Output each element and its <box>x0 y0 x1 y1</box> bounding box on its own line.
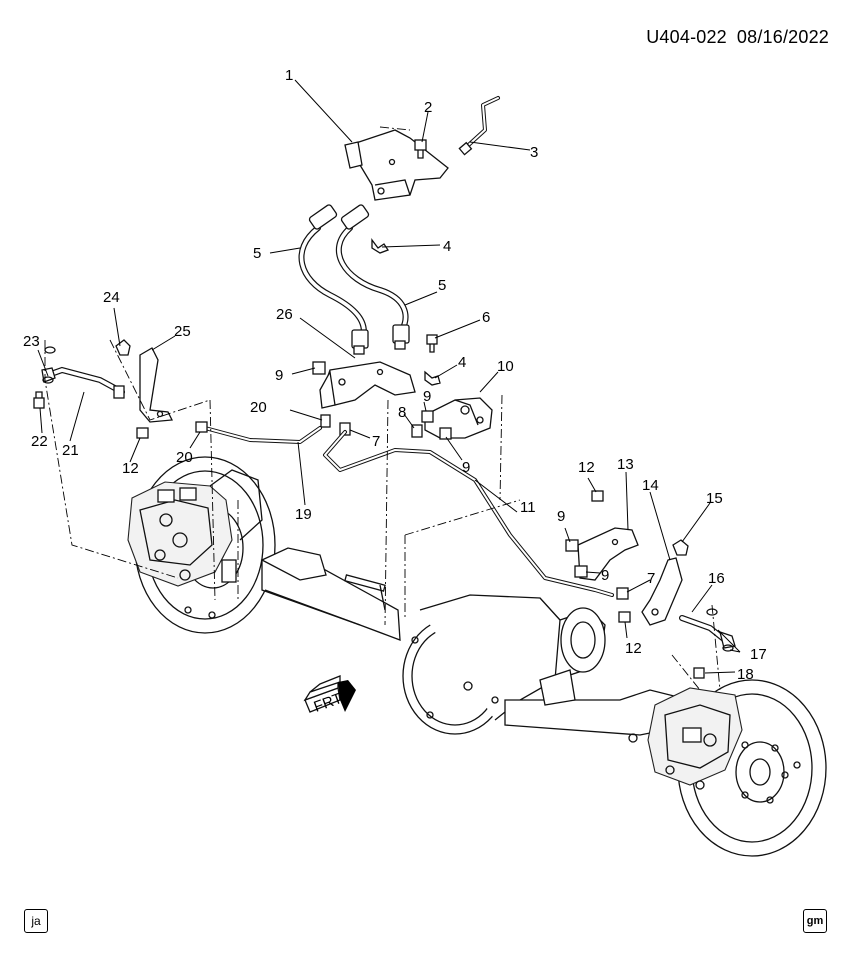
callout-18: 18 <box>737 666 754 683</box>
callout-23: 23 <box>23 333 40 350</box>
callout-14: 14 <box>642 477 659 494</box>
bracket-14 <box>641 557 683 626</box>
brake-hose-16 <box>679 615 736 649</box>
callout-4-upper: 4 <box>443 238 451 255</box>
fitting-7-right <box>616 587 629 600</box>
illustrator-badge: ja <box>24 909 48 933</box>
callout-22: 22 <box>31 433 48 450</box>
guide-line-left-c <box>209 399 216 601</box>
callout-6: 6 <box>482 309 490 326</box>
bolt-6 <box>426 334 438 353</box>
bolt-2 <box>414 139 427 159</box>
callout-5-right: 5 <box>438 277 446 294</box>
nut-9-a <box>312 361 326 375</box>
guide-line-center-a <box>404 499 521 536</box>
diagram-code: U404-022 <box>646 27 727 47</box>
fitting-20-lower <box>195 421 208 433</box>
callout-21: 21 <box>62 442 79 459</box>
callouts: 1 2 3 4 4 5 5 6 7 7 8 9 9 9 9 9 10 11 12… <box>23 67 767 683</box>
callout-11: 11 <box>520 499 536 516</box>
callout-20-lower: 20 <box>176 449 193 466</box>
callout-7-right: 7 <box>647 570 655 587</box>
callout-9-c: 9 <box>462 459 470 476</box>
nut-9-b <box>421 410 434 423</box>
bracket-25 <box>139 347 174 423</box>
guide-line-left-a <box>44 340 179 579</box>
callout-20-upper: 20 <box>250 399 267 416</box>
bolt-12-lower-right <box>618 611 631 623</box>
guide-line-right-b <box>671 654 701 691</box>
brake-pipe-3 <box>458 96 500 156</box>
clip-4-upper <box>371 238 389 254</box>
diagram-header: U404-022 08/16/2022 <box>636 27 829 48</box>
brake-pipe-11 <box>323 430 614 597</box>
callout-10: 10 <box>497 358 514 375</box>
nut-9-c <box>439 427 452 440</box>
callout-5-left: 5 <box>253 245 261 262</box>
brake-hose-bracket-1 <box>344 126 449 201</box>
nut-9-e <box>574 565 588 578</box>
guide-line-right-a <box>711 604 721 691</box>
bolt-18 <box>693 667 705 679</box>
callout-12-upper-right: 12 <box>578 459 595 476</box>
callout-13: 13 <box>617 456 634 473</box>
fitting-8 <box>411 424 423 438</box>
callout-12-lower-right: 12 <box>625 640 642 657</box>
callout-9-a: 9 <box>275 367 283 384</box>
bracket-13 <box>577 527 639 581</box>
callout-2: 2 <box>424 99 432 116</box>
guide-line-left-b <box>109 339 211 421</box>
washer-23 <box>42 346 56 384</box>
callout-24: 24 <box>103 289 120 306</box>
rear-axle-housing <box>260 547 691 743</box>
callout-1: 1 <box>285 67 293 84</box>
callout-25: 25 <box>174 323 191 340</box>
callout-3: 3 <box>530 144 538 161</box>
diagram-date: 08/16/2022 <box>736 27 829 47</box>
brake-junction-block-10 <box>424 394 503 501</box>
bolt-22 <box>33 391 45 409</box>
left-brake-caliper <box>127 469 263 587</box>
bolt-12-upper-right <box>591 490 604 502</box>
clip-15 <box>672 539 689 556</box>
callout-19: 19 <box>295 506 312 523</box>
callout-26: 26 <box>276 306 293 323</box>
callout-15: 15 <box>706 490 723 507</box>
guide-line-center-c <box>384 399 389 626</box>
callout-12-left: 12 <box>122 460 139 477</box>
bolt-12-left <box>136 427 149 439</box>
nut-9-d <box>565 539 579 552</box>
callout-4-lower: 4 <box>458 354 466 371</box>
leader-lines <box>37 79 741 674</box>
callout-9-b: 9 <box>423 388 431 405</box>
gm-logo-badge: gm <box>803 909 827 933</box>
callout-9-d: 9 <box>557 508 565 525</box>
brake-hose-5-left <box>298 204 369 355</box>
brake-pipe-19 <box>203 426 322 444</box>
callout-17: 17 <box>750 646 767 663</box>
fitting-20-upper <box>320 414 331 428</box>
clip-24 <box>115 339 131 356</box>
callout-7-left: 7 <box>372 433 380 450</box>
callout-8: 8 <box>398 404 406 421</box>
right-brake-caliper <box>647 687 743 790</box>
brake-hose-bracket-26 <box>319 361 416 409</box>
callout-16: 16 <box>708 570 725 587</box>
callout-9-e: 9 <box>601 567 609 584</box>
front-direction-indicator: FRT <box>303 675 356 716</box>
clip-4-lower <box>424 370 441 386</box>
brake-hose-5-right <box>335 204 410 350</box>
brake-hose-21 <box>41 366 125 399</box>
